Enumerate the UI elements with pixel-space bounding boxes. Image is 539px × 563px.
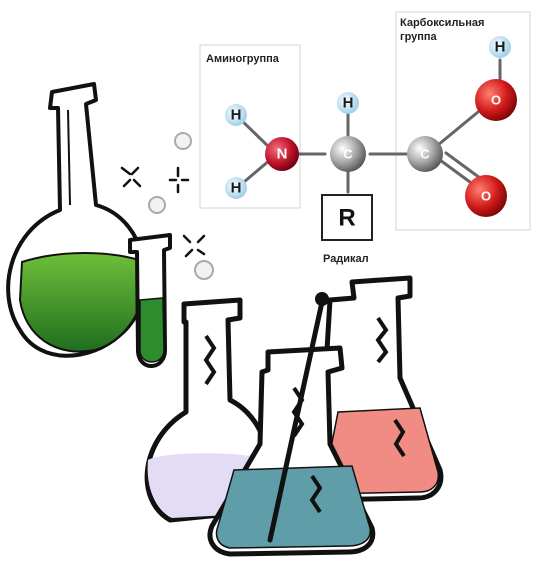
sparkle-2 xyxy=(168,166,190,194)
round-bottom-flask xyxy=(6,82,148,358)
bond-c-o-double-a xyxy=(438,158,476,187)
atom-label: H xyxy=(343,95,354,112)
atom-label: H xyxy=(231,107,242,124)
amino-group-label: Аминогруппа xyxy=(206,53,280,65)
oxygen-hydroxyl-atom: O xyxy=(475,79,517,121)
stirring-rod xyxy=(267,299,325,543)
nitrogen-atom: N xyxy=(265,137,299,171)
amino-group-box xyxy=(199,44,301,209)
radical-label: Радикал xyxy=(323,253,369,265)
stirring-rod-tip xyxy=(315,292,329,306)
carbon-alpha-atom: C xyxy=(330,136,366,172)
carboxyl-group-box xyxy=(395,11,531,231)
atom-label: O xyxy=(491,93,501,108)
hydrogen-top-left: H xyxy=(225,104,247,126)
hydrogen-hydroxyl: H xyxy=(489,36,511,58)
atom-label: N xyxy=(277,146,288,163)
bonds xyxy=(236,58,502,194)
hydrogen-alpha: H xyxy=(337,92,359,114)
sparkle-1 xyxy=(120,166,142,188)
test-tube xyxy=(128,233,172,368)
radical-symbol: R xyxy=(338,205,355,232)
radical-box: R xyxy=(321,194,373,241)
atom-label: C xyxy=(420,147,430,162)
bubble xyxy=(194,260,214,280)
carboxyl-group-label-line1: Карбоксильная xyxy=(400,17,484,29)
oxygen-double-bond-atom: O xyxy=(465,175,507,217)
blue-liquid xyxy=(215,465,371,549)
green-liquid xyxy=(18,252,148,353)
atom-label: H xyxy=(231,180,242,197)
bubble xyxy=(174,132,192,150)
atom-label: H xyxy=(495,39,506,56)
bubble xyxy=(148,196,166,214)
atom-label: C xyxy=(343,147,353,162)
tube-green-liquid xyxy=(139,297,165,363)
carbon-carboxyl-atom: C xyxy=(407,136,443,172)
carboxyl-group-label-line2: группа xyxy=(400,31,438,43)
blue-conical-flask xyxy=(207,292,376,557)
amino-acid-molecule: Аминогруппа Карбоксильная группа Радикал… xyxy=(199,11,531,265)
atom-label: O xyxy=(481,189,491,204)
bond-c-o-double-b xyxy=(444,151,482,180)
sparkles xyxy=(120,166,206,258)
hydrogen-bottom-left: H xyxy=(225,177,247,199)
bubbles xyxy=(148,132,214,280)
sparkle-3 xyxy=(182,234,206,258)
bond-c-oh xyxy=(436,110,480,147)
